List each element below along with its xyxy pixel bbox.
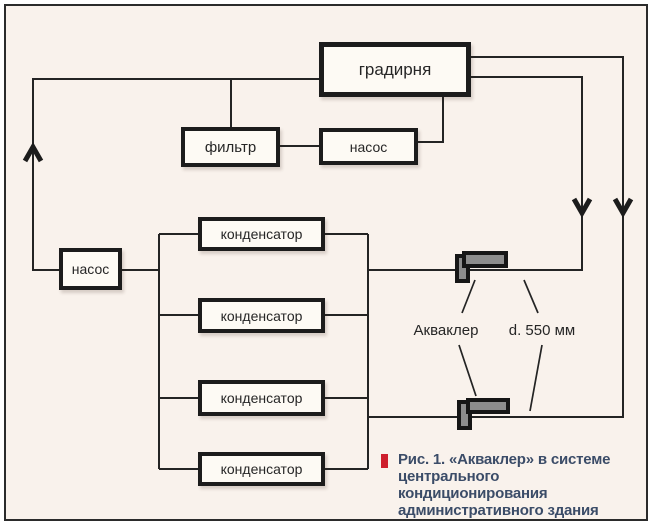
figure-caption: Рис. 1. «Акваклер» в системе центральног… [381,451,643,519]
aquacler-device-lower-icon [457,398,510,430]
node-pump-left: насос [59,248,122,290]
caption-line-1: Рис. 1. «Акваклер» в системе [398,451,611,468]
node-label: фильтр [204,138,257,156]
pipe-tower-to-upper-device [368,76,583,271]
pipe-diameter-label: d. 550 мм [508,322,576,339]
node-cooling-tower: градирня [319,42,471,97]
callout-device-lower [458,344,477,397]
pipe-left-riser [32,78,319,271]
aquacler-device-upper-icon [455,251,508,283]
node-condenser-2: конденсатор [198,298,325,333]
caption-bullet-icon [381,454,388,468]
caption-line-2: центрального кондиционирования [398,468,548,502]
pipe-tower-to-lower-device [368,56,624,418]
node-condenser-4: конденсатор [198,452,325,486]
node-label: конденсатор [220,226,303,242]
node-label: конденсатор [220,461,303,477]
caption-text: Рис. 1. «Акваклер» в системе центральног… [398,451,643,519]
node-label: градирня [358,59,432,79]
arrow-down-icon [571,197,593,219]
callout-diameter-upper [523,279,539,314]
arrow-down-icon [612,197,634,219]
pipe-pump-to-tower [418,97,444,143]
node-label: конденсатор [220,307,303,324]
node-pump-top: насос [319,128,418,165]
node-label: конденсатор [220,390,303,406]
device-name-label: Акваклер [413,322,479,339]
node-filter: фильтр [181,127,280,167]
node-label: насос [71,261,110,277]
callout-diameter-lower [529,344,543,412]
node-label: насос [349,138,388,155]
node-condenser-1: конденсатор [198,217,325,251]
callout-device-upper [461,279,476,314]
arrow-up-icon [22,141,44,163]
caption-line-3: административного здания [398,502,599,519]
node-condenser-3: конденсатор [198,380,325,416]
